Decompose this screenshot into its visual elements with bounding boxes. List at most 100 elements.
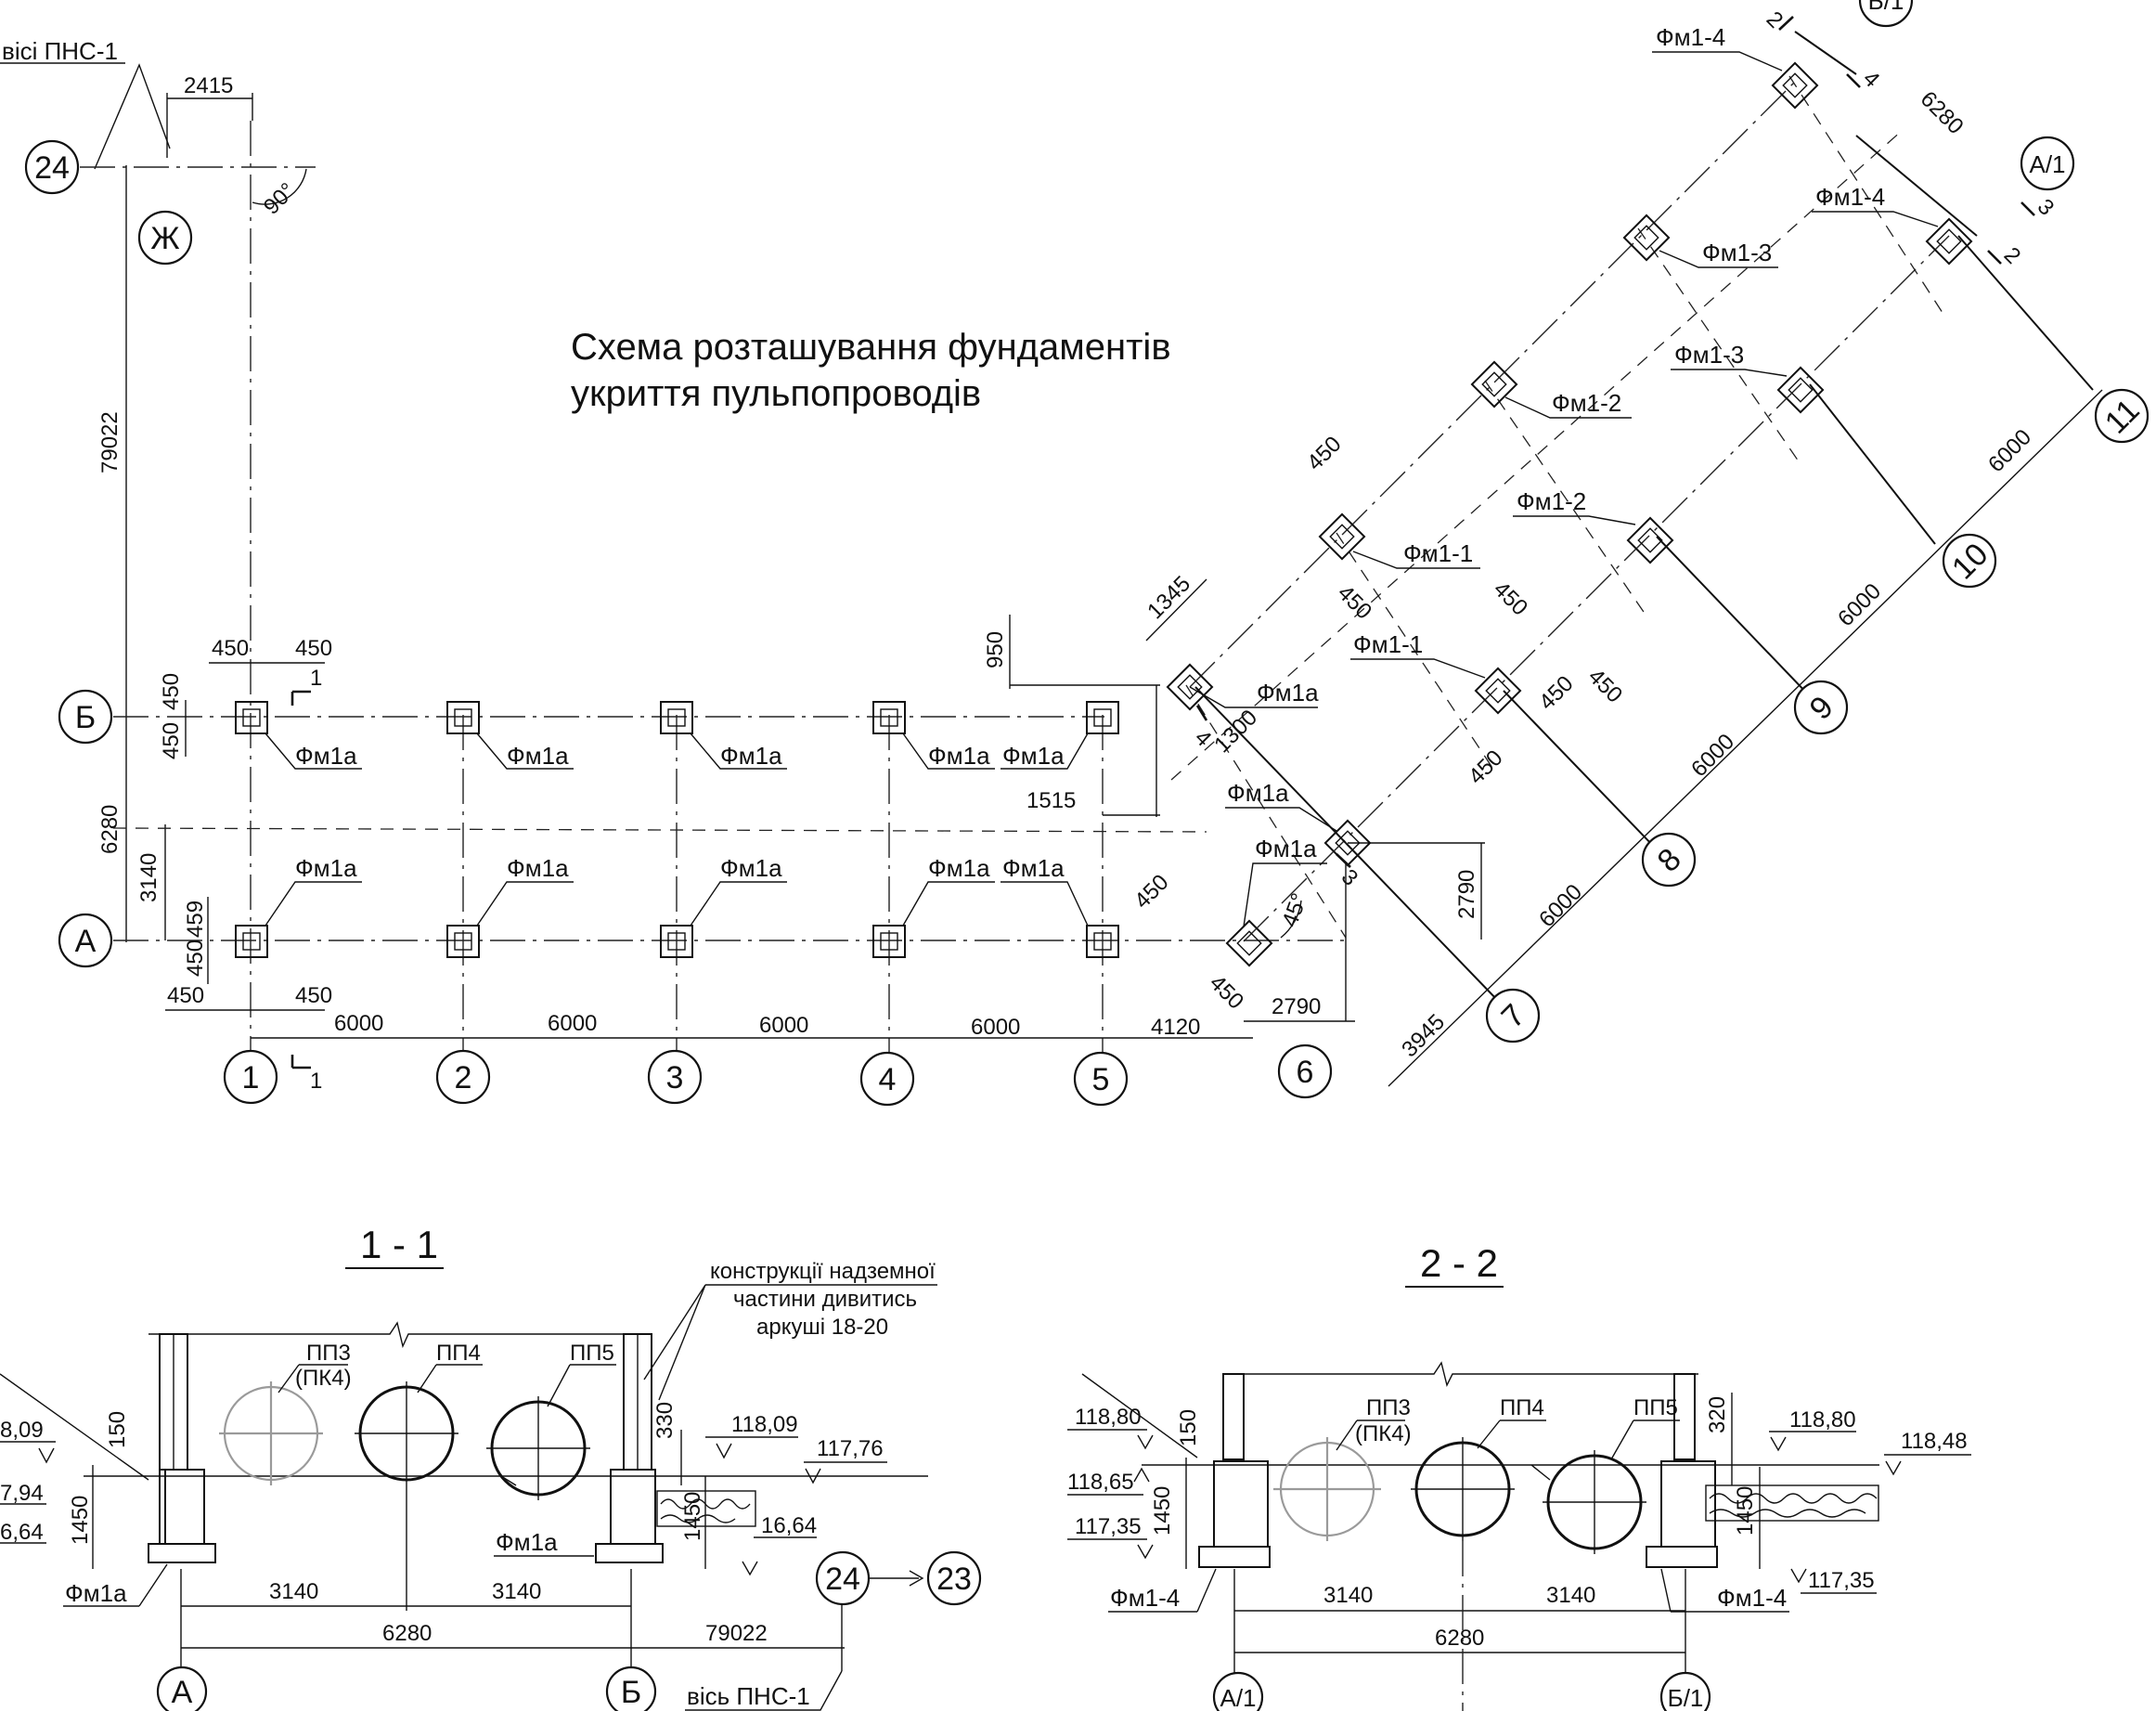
svg-text:Б/1: Б/1 bbox=[1868, 0, 1904, 15]
label-fm1a-a1: Фм1а bbox=[295, 854, 357, 882]
svg-text:2: 2 bbox=[1762, 6, 1788, 33]
foundation-diag-9 bbox=[1474, 667, 1522, 715]
label-fm1-1-b: Фм1-1 bbox=[1403, 539, 1473, 567]
foundation-diag-15 bbox=[1925, 217, 1973, 266]
dim-2790-horiz: 2790 bbox=[1272, 994, 1321, 1019]
dim-450-vert-a: 450 bbox=[159, 673, 184, 710]
svg-text:Б: Б bbox=[75, 700, 96, 735]
drawing-title-line2: укриття пульпопроводів bbox=[571, 373, 981, 414]
svg-text:5: 5 bbox=[1092, 1062, 1110, 1097]
axis-bubble-2: 2 bbox=[435, 1049, 491, 1105]
foundation-a3 bbox=[660, 925, 693, 958]
foundation-a2 bbox=[446, 925, 480, 958]
s22-dim-3140-a: 3140 bbox=[1323, 1583, 1373, 1608]
s11-level-l1: 8,09 bbox=[0, 1418, 44, 1443]
label-fm1-4-b: Фм1-4 bbox=[1656, 23, 1725, 51]
label-fm1-2-b: Фм1-2 bbox=[1552, 389, 1621, 417]
label-fm1a-b1: Фм1а bbox=[295, 742, 357, 770]
svg-text:3: 3 bbox=[2033, 194, 2059, 221]
s11-foundation-left: Фм1а bbox=[65, 1579, 127, 1607]
foundation-diag-16 bbox=[1771, 61, 1819, 110]
dim-450-d6: 450 bbox=[1464, 745, 1507, 789]
dim-459: 459 bbox=[183, 901, 208, 938]
label-fm1a-a2: Фм1а bbox=[507, 854, 569, 882]
axis-bubble-8: 8 bbox=[1641, 832, 1697, 888]
dim-450-vert-b: 450 bbox=[159, 722, 184, 759]
section-1-1-title: 1 - 1 bbox=[360, 1223, 438, 1266]
dim-4120: 4120 bbox=[1151, 1015, 1200, 1040]
s11-foundation-right: Фм1а bbox=[496, 1528, 558, 1556]
label-fm1a-diag1: Фм1а bbox=[1257, 679, 1319, 706]
s22-label-pp4: ПП4 bbox=[1500, 1395, 1544, 1420]
axis-bubble-11: 11 bbox=[2094, 388, 2150, 444]
s11-label-pk4: (ПК4) bbox=[295, 1366, 352, 1391]
s22-foundation-left: Фм1-4 bbox=[1110, 1584, 1180, 1612]
label-fm1-4-a: Фм1-4 bbox=[1815, 183, 1885, 211]
dim-450-bot-a: 450 bbox=[167, 983, 204, 1008]
s22-dim-1450-left: 1450 bbox=[1150, 1486, 1175, 1536]
dim-450-d2: 450 bbox=[1333, 580, 1376, 624]
s11-label-pp3: ПП3 bbox=[306, 1341, 351, 1366]
s22-label-pp5: ПП5 bbox=[1633, 1395, 1678, 1420]
dim-1515: 1515 bbox=[1026, 788, 1076, 813]
dim-450-d4: 450 bbox=[1583, 664, 1627, 707]
foundation-a4 bbox=[872, 925, 906, 958]
dim-79022: 79022 bbox=[97, 411, 123, 473]
axis-bubble-5: 5 bbox=[1073, 1051, 1129, 1107]
s11-pipe-pp5 bbox=[486, 1396, 590, 1500]
s11-note-line3: аркуші 18-20 bbox=[756, 1315, 888, 1340]
foundation-b3 bbox=[660, 701, 693, 734]
label-fm1a-diag3: Фм1а bbox=[1255, 835, 1317, 862]
dim-3140-plan: 3140 bbox=[136, 853, 161, 902]
svg-text:2: 2 bbox=[1999, 242, 2026, 269]
s22-level-l2: 118,65 bbox=[1067, 1470, 1134, 1495]
foundation-b4 bbox=[872, 701, 906, 734]
axis-bubble-3: 3 bbox=[647, 1049, 703, 1105]
label-fm1a-b3: Фм1а bbox=[720, 742, 782, 770]
section-mark-4-top: 4 bbox=[1846, 66, 1884, 93]
svg-text:2: 2 bbox=[455, 1060, 472, 1095]
label-fm1a-a5: Фм1а bbox=[1002, 854, 1065, 882]
svg-text:А: А bbox=[75, 924, 97, 959]
svg-text:1: 1 bbox=[310, 1069, 322, 1094]
s22-label-pk4: (ПК4) bbox=[1355, 1421, 1412, 1446]
s22-level-l5: 118,48 bbox=[1901, 1429, 1968, 1454]
s11-level-l2: 7,94 bbox=[0, 1481, 44, 1506]
axis-bubble-b1: Б/1 bbox=[1858, 0, 1914, 28]
s11-label-pp5: ПП5 bbox=[570, 1341, 614, 1366]
svg-text:Б: Б bbox=[621, 1675, 641, 1710]
s11-note-line2: частини дивитись bbox=[733, 1287, 917, 1312]
svg-text:А/1: А/1 bbox=[2029, 150, 2065, 178]
dim-6280-diag: 6280 bbox=[1916, 86, 1969, 139]
svg-text:4: 4 bbox=[879, 1062, 897, 1097]
label-fm1a-a3: Фм1а bbox=[720, 854, 782, 882]
label-fm1a-b5: Фм1а bbox=[1002, 742, 1065, 770]
s11-dim-150: 150 bbox=[105, 1411, 130, 1448]
dim-2790-vert: 2790 bbox=[1454, 870, 1479, 919]
dim-6280-plan: 6280 bbox=[97, 805, 123, 854]
s22-gravel bbox=[1705, 1484, 1879, 1522]
axis-bubble-a1: А/1 bbox=[2020, 136, 2075, 191]
label-fm1-1-a: Фм1-1 bbox=[1353, 630, 1423, 658]
s11-level-l3: 6,64 bbox=[0, 1520, 44, 1545]
dim-450-d5: 450 bbox=[1534, 671, 1578, 715]
dim-1300: 1300 bbox=[1209, 705, 1262, 758]
s11-column-left bbox=[148, 1333, 216, 1563]
s22-level-l3: 117,35 bbox=[1075, 1514, 1142, 1539]
s11-column-right bbox=[595, 1333, 664, 1563]
s11-axis-23: 23 bbox=[926, 1550, 982, 1606]
axis-bubble-10: 10 bbox=[1942, 533, 1997, 589]
s22-dim-320: 320 bbox=[1705, 1396, 1730, 1433]
s22-pipe-pp3 bbox=[1273, 1437, 1381, 1541]
angle-90: 90° bbox=[259, 178, 301, 220]
svg-text:3: 3 bbox=[666, 1060, 684, 1095]
dim-450-d3: 450 bbox=[1489, 577, 1532, 620]
foundation-diag-14 bbox=[1622, 214, 1671, 262]
dim-450-top-b: 450 bbox=[295, 636, 332, 661]
dim-1345: 1345 bbox=[1143, 571, 1195, 624]
label-fm1-2-a: Фм1-2 bbox=[1517, 487, 1586, 515]
dim-6000-d2: 6000 bbox=[1686, 729, 1739, 782]
svg-text:6: 6 bbox=[1297, 1055, 1314, 1090]
s22-axis-b1: Б/1 bbox=[1659, 1671, 1711, 1711]
s11-dim-3140-a: 3140 bbox=[269, 1579, 318, 1604]
